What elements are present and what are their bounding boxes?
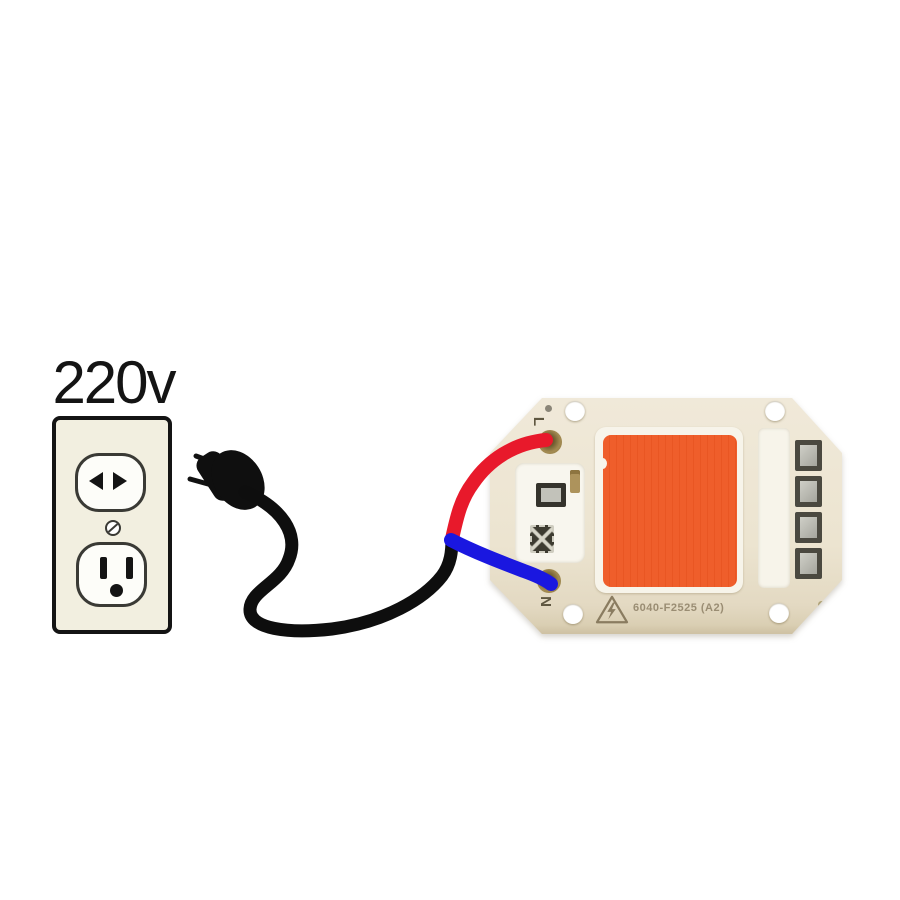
solder-pad-live xyxy=(538,430,562,454)
mount-hole-bottom-left xyxy=(563,604,583,624)
solder-pad-neutral xyxy=(537,569,561,593)
outlet-slot-right-icon xyxy=(126,557,133,579)
pcb-edge-shade xyxy=(490,625,842,634)
smd-capacitor xyxy=(795,548,822,579)
voltage-label: 220v xyxy=(52,349,176,416)
outlet-receptacle-bottom xyxy=(76,542,147,607)
mount-hole-bottom-right xyxy=(769,603,789,623)
led-cob-module: L N 6040-F2525 (A2) xyxy=(490,398,842,634)
blade-slot-right-icon xyxy=(113,472,127,490)
capacitor-area-panel xyxy=(758,428,790,588)
board-via-dot xyxy=(818,601,825,608)
module-pcb: L N 6040-F2525 (A2) xyxy=(490,398,842,634)
module-part-number: 6040-F2525 (A2) xyxy=(633,602,725,614)
wall-outlet xyxy=(52,416,172,634)
terminal-live-label: L xyxy=(530,416,548,427)
outlet-receptacle-top xyxy=(75,453,146,512)
plug-icon xyxy=(187,450,265,510)
plug-body xyxy=(211,450,265,510)
driver-ic-chip xyxy=(536,483,566,507)
bridge-rectifier-chip xyxy=(530,525,554,553)
smd-capacitor xyxy=(795,512,822,543)
terminal-neutral-label: N xyxy=(536,596,554,607)
high-voltage-warning-icon xyxy=(595,595,629,630)
plug-prong-top xyxy=(193,453,232,471)
blade-slot-left-icon xyxy=(89,472,103,490)
cob-led-emitter xyxy=(603,435,737,587)
ground-hole-icon xyxy=(110,584,123,597)
mount-hole-top-left xyxy=(565,401,585,421)
mount-hole-top-right xyxy=(765,401,785,421)
smd-resistor xyxy=(570,470,580,493)
plug-prong-bottom xyxy=(187,476,229,492)
screw-icon xyxy=(104,519,122,542)
plug-face xyxy=(196,451,240,501)
smd-capacitor xyxy=(795,476,822,507)
bond-wire-mark xyxy=(598,458,607,469)
board-via-dot xyxy=(545,405,552,412)
power-cord xyxy=(238,485,459,638)
outlet-slot-left-icon xyxy=(100,557,107,579)
smd-capacitor xyxy=(795,440,822,471)
